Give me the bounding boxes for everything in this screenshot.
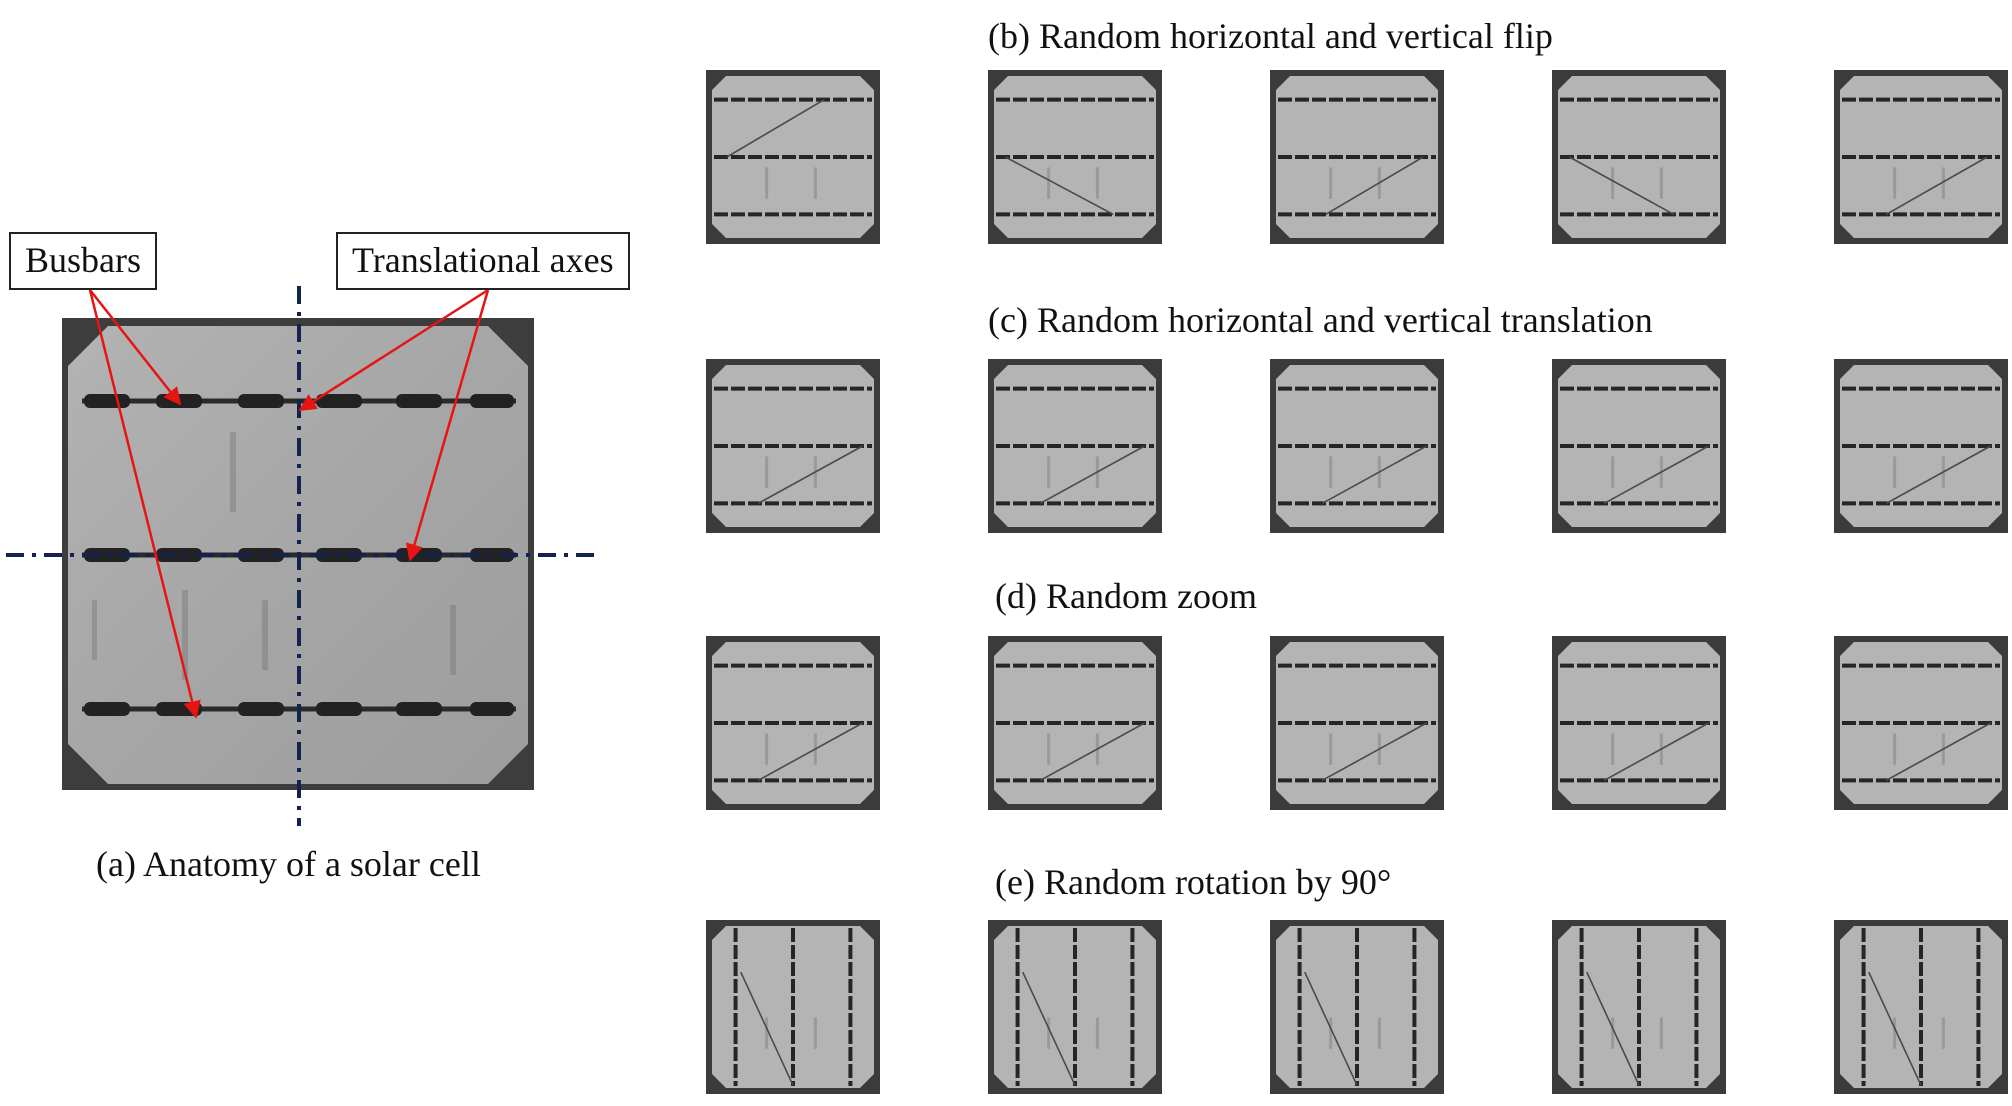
cell-thumbnail xyxy=(988,359,1162,533)
caption-c: (c) Random horizontal and vertical trans… xyxy=(988,300,1653,340)
cell-thumbnail xyxy=(988,636,1162,810)
cell-texture xyxy=(92,432,456,680)
cell-thumbnail xyxy=(1834,359,2008,533)
thumbnail-crack xyxy=(1885,156,1988,216)
cell-thumbnail xyxy=(1270,920,1444,1094)
thumbnail-crack xyxy=(1321,445,1427,505)
cell-thumbnail xyxy=(1270,636,1444,810)
cell-thumbnail xyxy=(706,920,880,1094)
thumbnail-crack xyxy=(1885,722,1991,782)
cell-thumbnail xyxy=(706,359,880,533)
thumbnail-crack xyxy=(1039,722,1145,782)
caption-b: (b) Random horizontal and vertical flip xyxy=(988,16,1553,56)
cell-thumbnail xyxy=(706,70,880,244)
thumbnail-crack xyxy=(1304,971,1358,1086)
thumbnail-crack xyxy=(1586,971,1640,1086)
thumbnail-crack xyxy=(1005,156,1114,216)
solar-cell-anatomy-figure xyxy=(6,286,594,826)
thumbnail-crack xyxy=(1039,445,1145,505)
cell-thumbnail xyxy=(1552,359,1726,533)
translational-axes-arrows xyxy=(298,288,490,562)
translational-axes-label: Translational axes xyxy=(336,232,630,290)
thumbnail-crack xyxy=(1885,445,1991,505)
cell-thumbnail xyxy=(1552,920,1726,1094)
cell-thumbnail xyxy=(988,70,1162,244)
cell-thumbnail xyxy=(1552,70,1726,244)
cell-thumbnail xyxy=(1834,636,2008,810)
caption-d: (d) Random zoom xyxy=(995,576,1257,616)
cell-thumbnail xyxy=(706,636,880,810)
thumbnail-crack xyxy=(726,98,825,158)
cell-thumbnail xyxy=(1834,70,2008,244)
cell-thumbnail xyxy=(988,920,1162,1094)
thumbnail-crack xyxy=(1868,971,1922,1086)
busbars-label: Busbars xyxy=(9,232,157,290)
thumbnail-crack xyxy=(1325,156,1424,216)
thumbnail-crack xyxy=(757,445,863,505)
thumbnail-crack xyxy=(1603,722,1709,782)
cell-thumbnail xyxy=(1270,359,1444,533)
thumbnail-crack xyxy=(1603,445,1709,505)
thumbnail-crack xyxy=(740,971,794,1086)
cell-thumbnail xyxy=(1552,636,1726,810)
thumbnail-crack xyxy=(1569,156,1675,216)
caption-e: (e) Random rotation by 90° xyxy=(995,862,1392,902)
caption-a: (a) Anatomy of a solar cell xyxy=(96,844,481,884)
cell-thumbnail xyxy=(1834,920,2008,1094)
cell-thumbnail xyxy=(1270,70,1444,244)
thumbnail-crack xyxy=(1022,971,1076,1086)
thumbnail-crack xyxy=(757,722,863,782)
busbar-arrows xyxy=(88,289,201,719)
thumbnail-crack xyxy=(1321,722,1427,782)
